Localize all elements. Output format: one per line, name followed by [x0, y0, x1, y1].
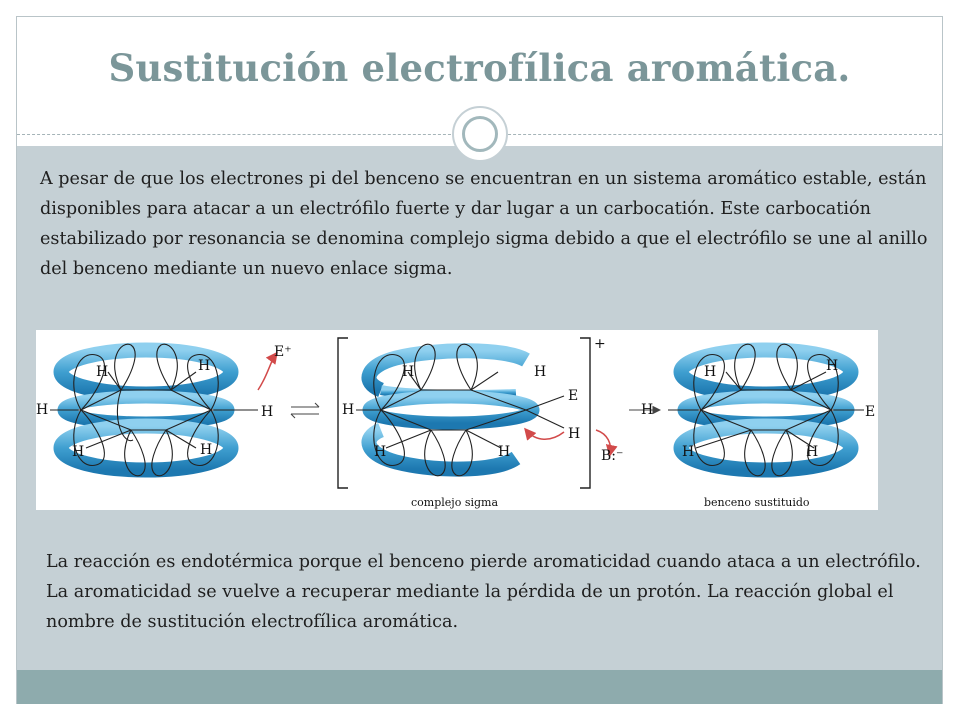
bond-arrow — [524, 427, 565, 441]
h-label: H — [682, 444, 694, 460]
attack-arrow — [257, 351, 278, 391]
h-label: H — [261, 404, 273, 420]
equilibrium-arrow — [290, 402, 320, 419]
electrophile-label: E⁺ — [274, 344, 292, 360]
sigma-complex-caption: complejo sigma — [411, 496, 498, 509]
electrophile-label: E — [865, 404, 875, 420]
h-label: H — [96, 364, 108, 380]
h-label: H — [36, 402, 48, 418]
h-label: H — [704, 364, 716, 380]
right-bracket — [580, 337, 591, 489]
positive-charge: + — [594, 336, 606, 352]
circle-ornament — [452, 106, 508, 162]
h-label: H — [498, 444, 510, 460]
slide-title: Sustitución electrofílica aromática. — [108, 46, 851, 90]
pi-cloud-bottom — [53, 418, 239, 478]
benzene-molecule: H H H H H H E⁺ — [36, 342, 292, 478]
h-label: H — [200, 442, 212, 458]
sigma-complex-molecule: H H H H H E H B:⁻ complejo sigma — [342, 343, 623, 509]
h-label: H — [534, 364, 546, 380]
h-label: H — [806, 444, 818, 460]
base-arrow — [595, 429, 618, 457]
base-label: B:⁻ — [601, 448, 623, 464]
h-label: H — [826, 358, 838, 374]
footer-bar — [17, 670, 942, 704]
electrophile-label: E — [568, 388, 578, 404]
pi-cloud-middle — [362, 390, 540, 430]
intro-paragraph: A pesar de que los electrones pi del ben… — [40, 169, 928, 279]
substituted-benzene-caption: benceno sustituido — [704, 496, 810, 509]
substituted-benzene-molecule: H H H H H E benceno sustituido — [641, 342, 875, 509]
h-label: H — [402, 364, 414, 380]
h-label: H — [342, 402, 354, 418]
circle-ornament-inner — [462, 116, 498, 152]
h-label: H — [198, 358, 210, 374]
h-label: H — [641, 402, 653, 418]
pi-cloud-bottom — [673, 418, 859, 478]
h-label: H — [374, 444, 386, 460]
reaction-diagram: H H H H H H E⁺ + — [36, 336, 875, 509]
conclusion-paragraph: La reacción es endotérmica porque el ben… — [46, 552, 921, 632]
reaction-figure: H H H H H H E⁺ + — [36, 330, 878, 510]
h-label: H — [72, 444, 84, 460]
left-bracket — [337, 337, 348, 489]
h-label: H — [568, 426, 580, 442]
